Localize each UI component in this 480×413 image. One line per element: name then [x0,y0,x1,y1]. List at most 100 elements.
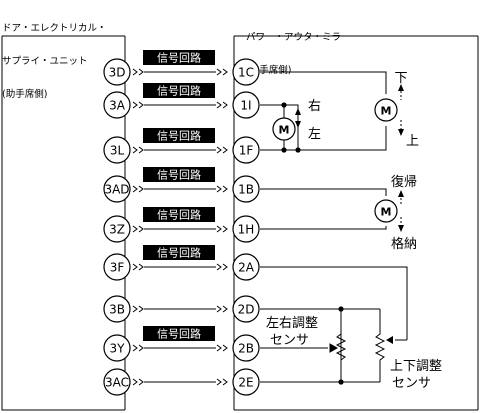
left-pin-label: 3D [109,66,126,80]
left-unit-title: ドア・エレクトリカル・ サプライ・ユニット (助手席側) [2,1,107,111]
right-pin: 1F [232,136,260,164]
connector-row: 3Z 1H 信号回路 [103,207,260,243]
signal-circuit-box: 信号回路 [143,245,215,260]
direction-arrows [295,84,404,232]
right-unit-title-line2: (助手席側) [246,65,292,76]
arrow-down-icon [295,121,301,128]
lr-sensor-label-line1: 左右調整 [266,316,318,331]
arrow-down-icon [398,129,404,136]
motor-retract: M [374,199,398,223]
motor-up-down: M [374,98,398,122]
connector-chevrons [132,146,228,154]
right-pin-label: 1B [238,183,254,197]
connector-row: 3AD 1B 信号回路 [103,167,260,203]
junction-dots [281,102,344,385]
right-pin: 2D [232,295,260,323]
label-up: 上 [406,134,419,149]
connector-row: 3L 1F 信号回路 [103,128,260,164]
connector-chevrons [132,344,228,352]
label-return: 復帰 [391,174,417,190]
connector-row: 3F 2A 信号回路 [103,245,260,281]
right-pin: 2E [232,368,260,396]
right-pin-label: 2E [238,376,253,390]
right-unit-title-line1: パワー・アウタ・ミラー [246,32,351,43]
label-retract: 格納 [391,236,417,252]
left-pin: 3F [103,253,131,281]
signal-circuit-box: 信号回路 [143,326,215,341]
connector-chevrons [132,378,228,386]
right-unit-title: パワー・アウタ・ミラー (助手席側) [246,10,351,87]
signal-circuit-label: 信号回路 [157,52,201,65]
connector-chevrons [132,185,228,193]
right-pin-label: 2A [238,261,255,275]
motor-label: M [279,124,290,137]
signal-circuit-box: 信号回路 [143,50,215,65]
connector-row: 3B 2D [103,295,260,323]
signal-circuit-label: 信号回路 [157,169,201,182]
junction-dot [338,306,344,312]
signal-circuit-label: 信号回路 [157,247,201,260]
left-pin-label: 3AD [104,183,129,197]
left-pin: 3Z [103,215,131,243]
signal-circuit-box: 信号回路 [143,207,215,222]
left-pin-label: 3L [110,144,125,158]
left-pin: 3L [103,136,131,164]
signal-circuit-label: 信号回路 [157,328,201,341]
motor-left-right: M [272,117,296,141]
arrow-up-icon [398,190,404,197]
right-pin: 2A [232,253,260,281]
right-pin-label: 1F [239,144,254,158]
connector-chevrons [132,263,228,271]
arrow-right-icon [329,343,339,353]
arrow-up-icon [398,84,404,91]
left-pin: 3AC [103,368,131,396]
left-pin: 3A [103,91,131,119]
right-pin: 1B [232,175,260,203]
right-pin-label: 1C [238,66,254,80]
connector-rows: 3D 1C 信号回路 3A 1I 信号回路 3L 1F 信号回路 3AD 1B 信号回路 3Z 1H 信号回… [103,50,260,396]
left-pin-label: 3Y [110,342,126,356]
right-pin: 2B [232,334,260,362]
connector-chevrons [132,225,228,233]
connector-chevrons [132,101,228,109]
signal-circuit-box: 信号回路 [143,128,215,143]
junction-dot [281,102,287,108]
connector-chevrons [132,305,228,313]
right-pin-label: 1I [240,99,251,113]
connector-row: 3A 1I 信号回路 [103,83,260,119]
signal-circuit-label: 信号回路 [157,130,201,143]
sensor-wiper-arrows [329,336,407,353]
left-pin-label: 3B [109,303,125,317]
label-down: 下 [394,71,407,86]
left-unit-title-line1: ドア・エレクトリカル・ [2,23,107,34]
lr-sensor-resistor [335,330,347,364]
left-pin-label: 3A [109,99,126,113]
connector-row: 3Y 2B 信号回路 [103,326,260,362]
connector-row: 3AC 2E [103,368,260,396]
right-pin: 1H [232,215,260,243]
label-left: 左 [308,127,321,142]
right-pin: 1C [232,58,260,86]
signal-circuit-box: 信号回路 [143,167,215,182]
ud-sensor-resistor [374,330,386,362]
left-pin: 3AD [103,175,131,203]
motor-label: M [381,105,392,118]
left-pin: 3B [103,295,131,323]
label-right: 右 [308,99,321,114]
junction-dot [295,147,301,153]
arrow-down-icon [398,225,404,232]
left-unit-title-line3: (助手席側) [2,89,48,100]
right-pin-label: 2D [238,303,255,317]
ud-sensor-label-line1: 上下調整 [390,359,442,374]
lr-sensor-label-line2: センサ [270,333,309,348]
left-pin: 3Y [103,334,131,362]
motor-label: M [381,206,392,219]
connector-chevrons [132,68,228,76]
left-pin-label: 3F [110,261,125,275]
signal-circuit-label: 信号回路 [157,85,201,98]
mirror-wiring [260,71,408,383]
right-pin-label: 2B [238,342,254,356]
right-pin-label: 1H [238,223,255,237]
right-unit-box [233,35,479,411]
